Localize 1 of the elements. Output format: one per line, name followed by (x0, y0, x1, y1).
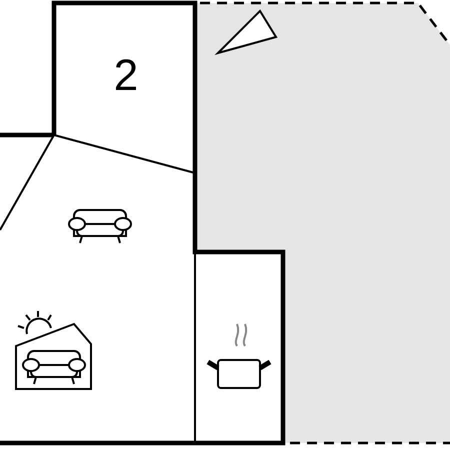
room-number: 2 (114, 54, 138, 98)
